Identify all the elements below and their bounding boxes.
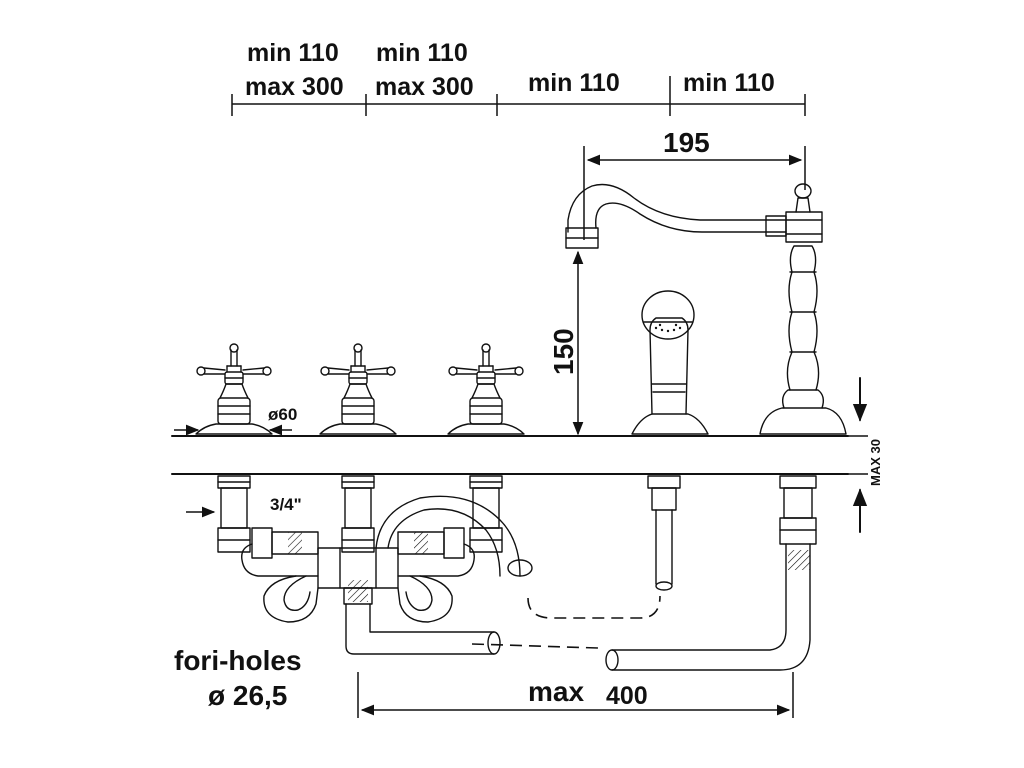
top-dimension-row: min 110 max 300 min 110 max 300 min 110 …	[231, 39, 806, 116]
total-max-value: 400	[606, 682, 648, 710]
col1-max-label: max 300	[245, 73, 344, 101]
under-shank-right	[469, 475, 503, 553]
shower-hose-path	[471, 595, 661, 649]
col1-min-label: min 110	[247, 39, 339, 67]
spout-height-label: 150	[548, 328, 579, 375]
spout-reach-dimension: 195	[583, 127, 806, 240]
shower-hose-shank	[647, 475, 681, 591]
deck-plate	[171, 435, 849, 475]
holes-diameter-label: ø 26,5	[208, 680, 287, 711]
cross-handle-valve-center	[319, 343, 397, 435]
cross-handle-valve-right	[447, 343, 525, 435]
handle-diameter-label: ø60	[268, 405, 297, 424]
holes-note: fori-holes ø 26,5	[174, 645, 302, 711]
mixing-body	[241, 495, 533, 655]
spout-supply-pipe	[605, 475, 817, 671]
deck-thickness-label: MAX 30	[868, 439, 883, 486]
col2-min-label: min 110	[376, 39, 468, 67]
col4-min-label: min 110	[683, 69, 775, 97]
thread-size-dimension: 3/4"	[186, 495, 302, 518]
deck-thickness-dimension: MAX 30	[848, 377, 883, 533]
total-width-dimension: max 400	[357, 672, 794, 718]
under-shank-center	[341, 475, 375, 553]
holes-label: fori-holes	[174, 645, 302, 676]
spout-height-dimension: 150	[548, 250, 584, 436]
col2-max-label: max 300	[375, 73, 474, 101]
handle-diameter-dimension: ø60	[174, 405, 297, 436]
total-max-prefix: max	[528, 676, 584, 707]
spout-reach-label: 195	[663, 127, 710, 158]
cross-handle-valve-left	[195, 343, 273, 435]
thread-size-label: 3/4"	[270, 495, 302, 514]
col3-min-label: min 110	[528, 69, 620, 97]
under-shank-left	[217, 475, 251, 553]
spout-column	[565, 183, 847, 435]
hand-shower	[631, 290, 709, 435]
